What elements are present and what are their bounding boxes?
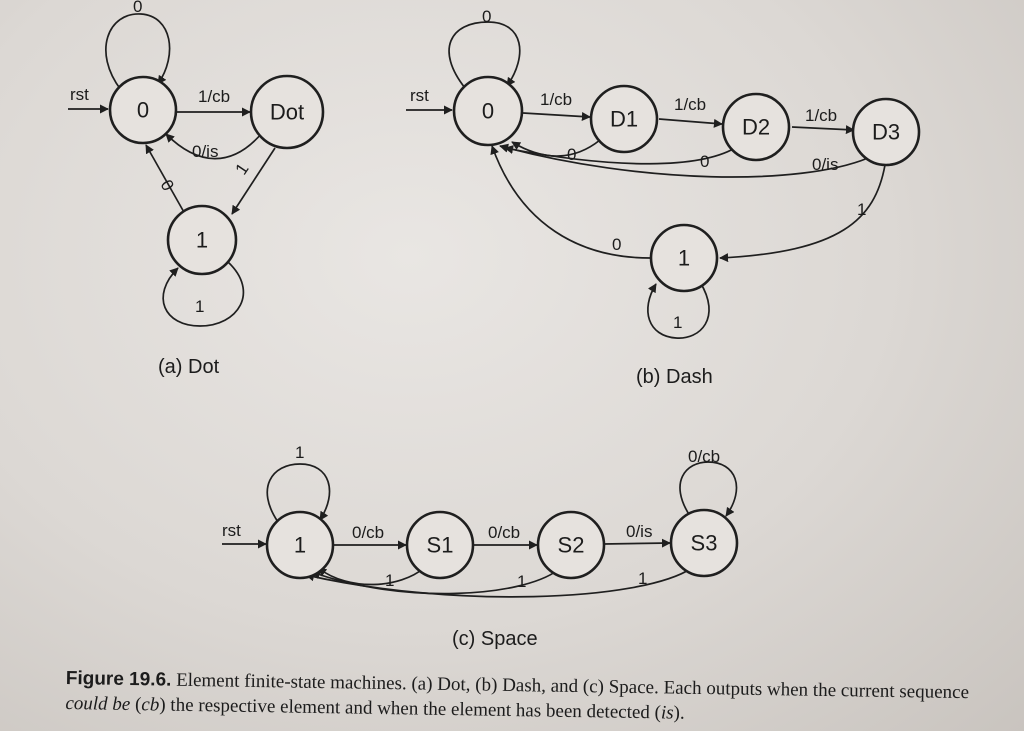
- dash-edge-0-to-d1-label: 1/cb: [540, 90, 572, 109]
- dash-edge-0-self-label: 0: [482, 7, 491, 26]
- space-edge-s1-to-s2-label: 0/cb: [488, 523, 520, 542]
- dash-state-d3-label: D3: [872, 120, 900, 145]
- dash-edge-d3-to-1-label: 1: [857, 200, 866, 219]
- dash-edge-d2-to-d3: [791, 125, 855, 135]
- dash-edge-d1-to-0-label: 0: [567, 145, 576, 164]
- dash-rst-label: rst: [410, 86, 429, 105]
- dot-edge-1-to-0: [145, 144, 186, 215]
- space-state-s3-label: S3: [691, 531, 718, 556]
- dot-edge-dot-to-1-label: 1: [232, 160, 253, 178]
- dash-edge-0-to-d1: [522, 112, 591, 122]
- dash-edge-d1-to-0: [511, 139, 601, 157]
- dash-edge-1-self-label: 1: [673, 313, 682, 332]
- dot-edge-dot-to-0-label: 0/is: [192, 142, 218, 161]
- dash-subtitle: (b) Dash: [636, 366, 713, 388]
- space-edge-s3-to-1: [305, 567, 693, 598]
- space-edge-s1-to-1-label: 1: [385, 571, 394, 590]
- space-state-1: [265, 510, 335, 580]
- caption-is: is: [660, 702, 674, 724]
- space-state-s2: [536, 510, 606, 580]
- dash-edge-d2-to-0: [504, 145, 736, 165]
- dash-diagram: 0 rst 1/cb 1/cb 1/cb 0 0 0/is 1 0 1 0 D1…: [406, 7, 921, 388]
- dot-edge-1-to-0-label: 0: [157, 177, 178, 195]
- dash-edge-1-to-0-label: 0: [612, 235, 621, 254]
- dash-state-d1-label: D1: [610, 107, 638, 132]
- dot-state-0-label: 0: [137, 98, 149, 123]
- figure-label: Figure 19.6.: [65, 667, 172, 691]
- dash-edge-1-to-0: [490, 145, 651, 259]
- dot-edge-dot-to-0: [165, 132, 263, 160]
- caption-could-be: could be: [65, 692, 131, 716]
- space-state-s1-label: S1: [427, 533, 454, 558]
- space-edge-s3-self: [679, 461, 738, 517]
- dot-state-0: [108, 75, 178, 145]
- space-state-s1: [405, 510, 475, 580]
- caption-text-4: ).: [673, 702, 685, 724]
- dot-rst-label: rst: [70, 85, 89, 104]
- dash-state-1-label: 1: [678, 246, 690, 271]
- dash-edge-d3-to-0-label: 0/is: [812, 155, 838, 174]
- dash-state-d2-label: D2: [742, 115, 770, 140]
- dot-edge-1-self: [162, 261, 245, 327]
- dash-state-1: [649, 223, 719, 293]
- space-edge-s2-to-s3: [603, 538, 671, 548]
- dot-edge-0-self-label: 0: [133, 0, 142, 16]
- dash-state-d3: [851, 97, 921, 167]
- space-edge-s3-self-label: 0/cb: [688, 447, 720, 466]
- dot-edge-0-to-dot-label: 1/cb: [198, 87, 230, 106]
- dash-edge-d1-to-d2-label: 1/cb: [674, 95, 706, 114]
- space-state-s3: [669, 508, 739, 578]
- dash-edge-d2-to-d3-label: 1/cb: [805, 106, 837, 125]
- dot-edge-dot-to-1: [231, 147, 276, 215]
- dash-edge-1-self: [647, 281, 710, 339]
- space-rst-label: rst: [222, 521, 241, 540]
- space-edge-s2-to-1-label: 1: [517, 572, 526, 591]
- dot-state-1: [166, 204, 238, 276]
- dot-diagram: 0 rst 1/cb 0/is 1 0 1 0 Dot 1 (a) Dot: [68, 0, 325, 378]
- dash-state-0: [452, 75, 524, 147]
- dot-state-1-label: 1: [196, 228, 208, 253]
- dot-state-dot-label: Dot: [270, 100, 304, 125]
- dash-state-0-label: 0: [482, 99, 494, 124]
- dash-edge-d3-to-1: [719, 164, 886, 263]
- dash-edge-d1-to-d2: [658, 118, 723, 128]
- space-edge-1-self: [266, 463, 331, 523]
- dot-subtitle: (a) Dot: [158, 356, 220, 378]
- dash-edge-d2-to-0-label: 0: [700, 152, 709, 171]
- dash-state-d1: [589, 84, 659, 154]
- caption-text-2: (: [130, 694, 142, 716]
- caption-cb: cb: [141, 694, 160, 716]
- space-edge-1-self-label: 1: [295, 443, 304, 462]
- space-edge-s1-to-1: [317, 567, 425, 586]
- space-edge-1-to-s1-label: 0/cb: [352, 523, 384, 542]
- dot-edge-0-self: [105, 13, 171, 91]
- dash-edge-d3-to-0: [499, 143, 869, 178]
- space-edge-s3-to-1-label: 1: [638, 569, 647, 588]
- dot-state-dot: [249, 74, 325, 150]
- dot-edge-1-self-label: 1: [195, 297, 204, 316]
- space-subtitle: (c) Space: [452, 628, 538, 650]
- dash-edge-0-self: [448, 21, 521, 89]
- space-diagram: 1 rst 0/cb 0/cb 0/is 0/cb 1 1 1 1 S1 S2 …: [222, 443, 739, 650]
- space-edge-s2-to-s3-label: 0/is: [626, 522, 652, 541]
- dash-state-d2: [721, 92, 791, 162]
- space-state-1-label: 1: [294, 533, 306, 558]
- space-state-s2-label: S2: [558, 533, 585, 558]
